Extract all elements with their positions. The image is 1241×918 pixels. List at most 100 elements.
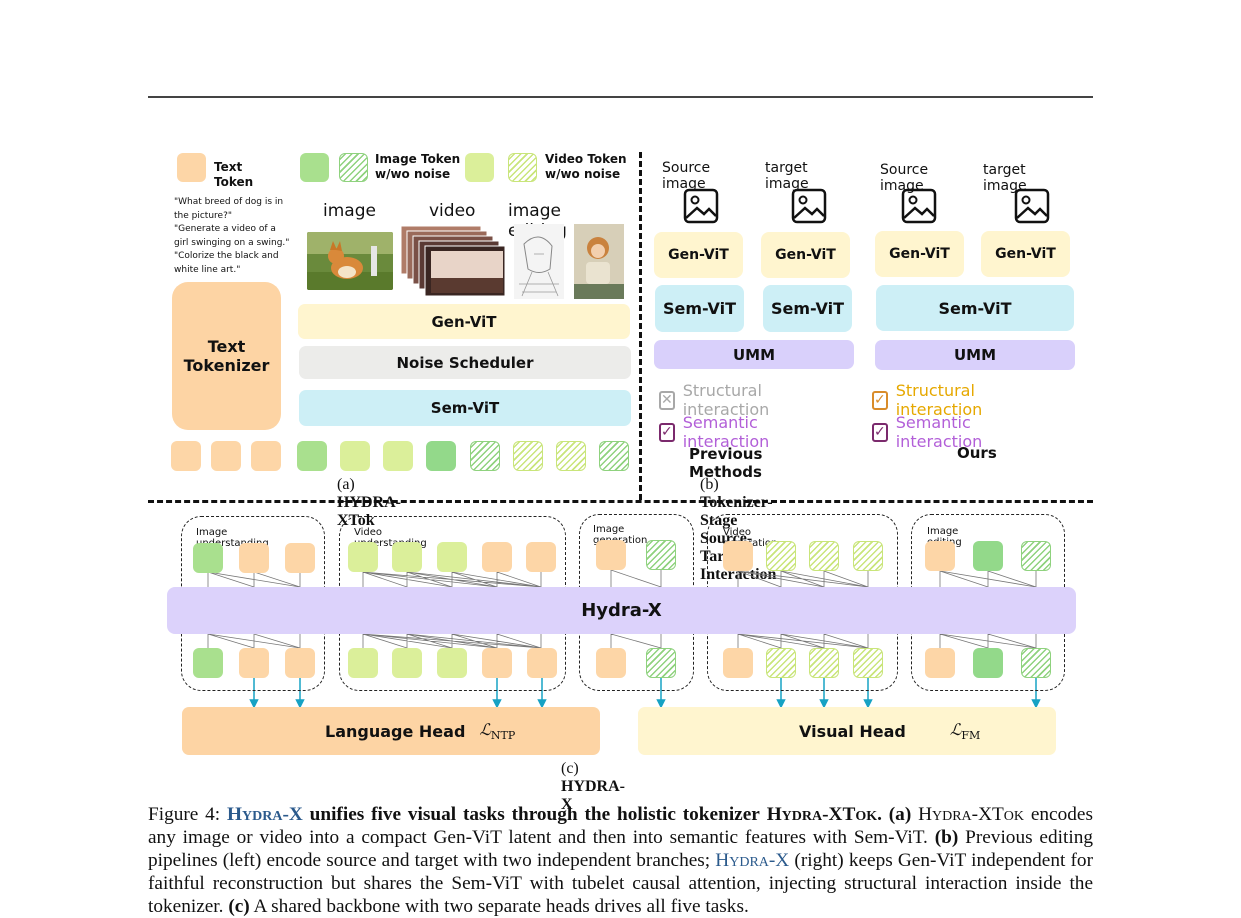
output-video-token — [340, 441, 370, 471]
media-label-video: video — [429, 201, 476, 221]
ours-source-gen-vit: Gen-ViT — [875, 231, 964, 277]
input-noisy-video-token — [809, 541, 839, 571]
output-image-token — [193, 648, 223, 678]
output-image-token — [973, 648, 1003, 678]
image-icon — [1014, 188, 1050, 224]
prev-structural-label: Structural interaction — [682, 381, 770, 419]
prev-source-image-label: Source image — [662, 160, 711, 192]
prev-source-sem-vit: Sem-ViT — [655, 285, 744, 332]
image-icon — [791, 188, 827, 224]
media-label-image: image — [323, 201, 376, 221]
ours-structural-row: ✓ Structural interaction — [872, 381, 986, 419]
image-icon — [683, 188, 719, 224]
output-text-token — [925, 648, 955, 678]
prev-source-gen-vit: Gen-ViT — [654, 232, 743, 278]
hydra-x-link[interactable]: Hydra-X — [227, 804, 303, 825]
legend-image-token-swatch — [300, 153, 329, 182]
fm-loss: ℒFM — [949, 719, 981, 743]
visual-head: Visual Head ℒFM — [638, 707, 1056, 755]
output-video-token — [383, 441, 413, 471]
output-text-token — [723, 648, 753, 678]
output-noisy-video-token — [556, 441, 586, 471]
prev-target-gen-vit: Gen-ViT — [761, 232, 850, 278]
legend-image-noise-swatch — [339, 153, 368, 182]
prev-semantic-row: ✓ Semantic interaction — [659, 413, 773, 451]
input-text-token — [723, 541, 753, 571]
horizontal-divider — [148, 500, 1093, 503]
input-text-token — [482, 542, 512, 572]
input-noisy-video-token — [853, 541, 883, 571]
prev-target-sem-vit: Sem-ViT — [763, 285, 852, 332]
top-rule — [148, 96, 1093, 98]
output-noisy-video-token — [766, 648, 796, 678]
output-noisy-image-token — [646, 648, 676, 678]
legend-text-token-label: Text Token — [214, 160, 254, 189]
output-image-token — [297, 441, 327, 471]
input-text-token — [925, 541, 955, 571]
image-icon — [901, 188, 937, 224]
output-noisy-video-token — [809, 648, 839, 678]
input-video-token — [348, 542, 378, 572]
output-text-token — [482, 648, 512, 678]
output-text-token — [596, 648, 626, 678]
output-image-token — [426, 441, 456, 471]
visual-head-label: Visual Head — [799, 721, 906, 741]
check-box-icon: ✓ — [872, 422, 888, 442]
input-video-token — [392, 542, 422, 572]
figure-caption: Figure 4: Hydra-X unifies five visual ta… — [148, 804, 1093, 917]
line-art-image — [514, 224, 564, 299]
ntp-loss: ℒNTP — [479, 719, 516, 743]
output-text-token — [239, 648, 269, 678]
input-text-token — [285, 543, 315, 573]
legend-text-token-swatch — [177, 153, 206, 182]
output-noisy-image-token — [470, 441, 500, 471]
ours-shared-sem-vit: Sem-ViT — [876, 285, 1074, 331]
cross-box-icon: ✕ — [659, 390, 675, 410]
input-image-token — [193, 543, 223, 573]
input-image-token — [973, 541, 1003, 571]
language-head-label: Language Head — [325, 721, 466, 741]
input-noisy-video-token — [766, 541, 796, 571]
output-video-token — [392, 648, 422, 678]
output-noisy-image-token — [599, 441, 629, 471]
output-video-token — [437, 648, 467, 678]
input-noisy-image-token — [1021, 541, 1051, 571]
dog-photo — [307, 232, 393, 290]
legend-video-token-label: Video Token w/wo noise — [545, 152, 627, 181]
output-text-token — [171, 441, 201, 471]
input-noisy-image-token — [646, 540, 676, 570]
output-noisy-image-token — [1021, 648, 1051, 678]
gen-vit-bar: Gen-ViT — [298, 304, 630, 339]
legend-video-token-swatch — [465, 153, 494, 182]
ours-target-gen-vit: Gen-ViT — [981, 231, 1070, 277]
hydra-x-backbone: Hydra-X — [167, 587, 1076, 634]
prev-target-image-label: target image — [765, 160, 809, 192]
colorized-image — [574, 224, 624, 299]
hydra-x-link[interactable]: Hydra-X — [715, 850, 790, 871]
output-noisy-video-token — [853, 648, 883, 678]
input-text-token — [526, 542, 556, 572]
noise-scheduler-bar: Noise Scheduler — [299, 346, 631, 379]
example-prompts: "What breed of dog is in the picture?" "… — [174, 197, 290, 275]
legend-image-token-label: Image Token w/wo noise — [375, 152, 461, 181]
ours-structural-label: Structural interaction — [895, 381, 983, 419]
output-text-token — [211, 441, 241, 471]
language-head: Language Head ℒNTP — [182, 707, 600, 755]
input-text-token — [596, 540, 626, 570]
panel-c-caption: (c) HYDRA-X — [561, 760, 625, 813]
check-box-icon: ✓ — [872, 390, 888, 410]
ours-target-image-label: target image — [983, 162, 1027, 194]
prev-umm-bar: UMM — [654, 340, 854, 369]
output-noisy-video-token — [513, 441, 543, 471]
previous-methods-label: Previous Methods — [689, 445, 763, 481]
group-label-image-understanding: Image understanding — [196, 527, 269, 549]
figure-label: Figure 4: — [148, 804, 221, 825]
sem-vit-bar: Sem-ViT — [299, 390, 631, 426]
input-text-token — [239, 543, 269, 573]
ours-semantic-row: ✓ Semantic interaction — [872, 413, 986, 451]
legend-video-noise-swatch — [508, 153, 537, 182]
text-tokenizer-block: Text Tokenizer — [172, 282, 281, 430]
output-text-token — [527, 648, 557, 678]
input-video-token — [437, 542, 467, 572]
